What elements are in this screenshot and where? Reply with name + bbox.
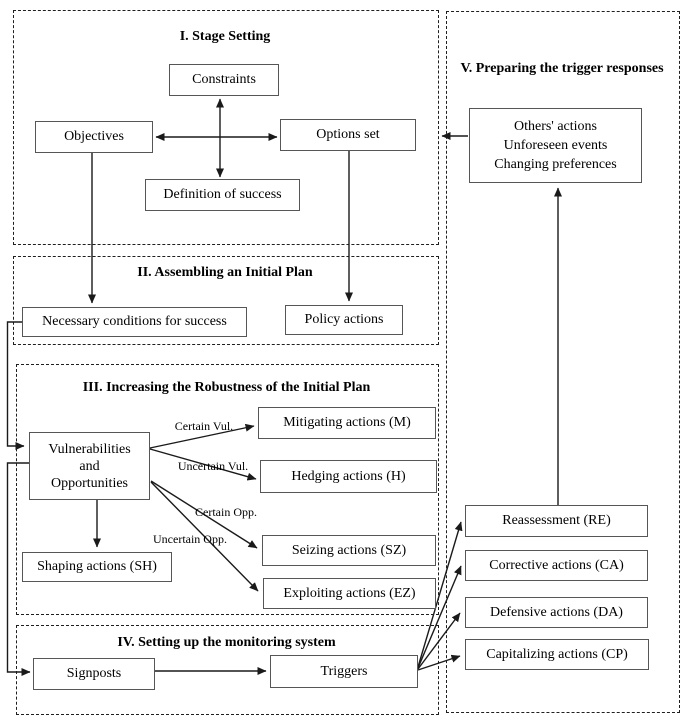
node-vulnerabilities-line2: and	[79, 458, 100, 474]
node-hedging-label: Hedging actions (H)	[291, 468, 406, 484]
node-constraints: Constraints	[169, 64, 279, 96]
node-objectives-label: Objectives	[64, 129, 124, 144]
node-shaping-label: Shaping actions (SH)	[37, 559, 157, 574]
edge-label-uncertain-opp: Uncertain Opp.	[153, 532, 227, 546]
node-exploiting-label: Exploiting actions (EZ)	[283, 585, 416, 601]
node-options-set-label: Options set	[316, 127, 380, 142]
node-policy-label: Policy actions	[304, 312, 384, 327]
node-trigger-events-line1: Others' actions	[513, 119, 597, 134]
section-title-monitoring: IV. Setting up the monitoring system	[117, 635, 336, 650]
section-trigger-responses	[446, 11, 680, 713]
node-triggers: Triggers	[270, 655, 418, 688]
node-mitigating-actions: Mitigating actions (M)	[258, 407, 436, 439]
node-definition-label: Definition of success	[163, 187, 282, 202]
node-vulnerabilities-line1: Vulnerabilities	[48, 441, 131, 457]
node-reassessment-label: Reassessment (RE)	[502, 513, 611, 528]
node-vulnerabilities-opportunities: Vulnerabilities and Opportunities	[29, 432, 150, 500]
node-trigger-events-line3: Changing preferences	[494, 157, 617, 172]
node-objectives: Objectives	[35, 121, 153, 153]
node-defensive-label: Defensive actions (DA)	[490, 604, 623, 620]
node-reassessment: Reassessment (RE)	[465, 505, 648, 537]
section-title-robustness: III. Increasing the Robustness of the In…	[82, 380, 371, 395]
section-stage-setting	[13, 10, 439, 245]
node-options-set: Options set	[280, 119, 416, 151]
section-assembling-initial-plan	[13, 256, 439, 345]
node-necessary-label: Necessary conditions for success	[42, 314, 227, 329]
node-corrective-actions: Corrective actions (CA)	[465, 550, 648, 581]
node-definition-of-success: Definition of success	[145, 179, 300, 211]
node-capitalizing-label: Capitalizing actions (CP)	[486, 646, 628, 662]
edge-label-certain-vul: Certain Vul.	[174, 419, 234, 433]
node-mitigating-label: Mitigating actions (M)	[283, 415, 411, 430]
node-seizing-label: Seizing actions (SZ)	[291, 542, 407, 558]
node-corrective-label: Corrective actions (CA)	[489, 557, 624, 573]
node-defensive-actions: Defensive actions (DA)	[465, 597, 648, 628]
node-hedging-actions: Hedging actions (H)	[260, 460, 437, 493]
node-seizing-actions: Seizing actions (SZ)	[262, 535, 436, 566]
node-trigger-events-line2: Unforeseen events	[503, 138, 608, 153]
node-signposts: Signposts	[33, 658, 155, 690]
node-shaping-actions: Shaping actions (SH)	[22, 552, 172, 582]
node-necessary-conditions: Necessary conditions for success	[22, 307, 247, 337]
section-title-stage-setting: I. Stage Setting	[179, 29, 271, 44]
edge-label-certain-opp: Certain Opp.	[195, 505, 257, 519]
node-exploiting-actions: Exploiting actions (EZ)	[263, 578, 436, 609]
node-trigger-events: Others' actions Unforeseen events Changi…	[469, 108, 642, 183]
node-constraints-label: Constraints	[192, 72, 256, 87]
section-title-initial-plan: II. Assembling an Initial Plan	[137, 265, 313, 280]
node-capitalizing-actions: Capitalizing actions (CP)	[465, 639, 649, 670]
edge-label-uncertain-vul: Uncertain Vul.	[177, 459, 249, 473]
node-signposts-label: Signposts	[66, 666, 122, 681]
node-triggers-label: Triggers	[320, 663, 368, 679]
node-vulnerabilities-line3: Opportunities	[51, 475, 128, 491]
section-title-trigger-responses: V. Preparing the trigger responses	[460, 61, 664, 76]
node-policy-actions: Policy actions	[285, 305, 403, 335]
